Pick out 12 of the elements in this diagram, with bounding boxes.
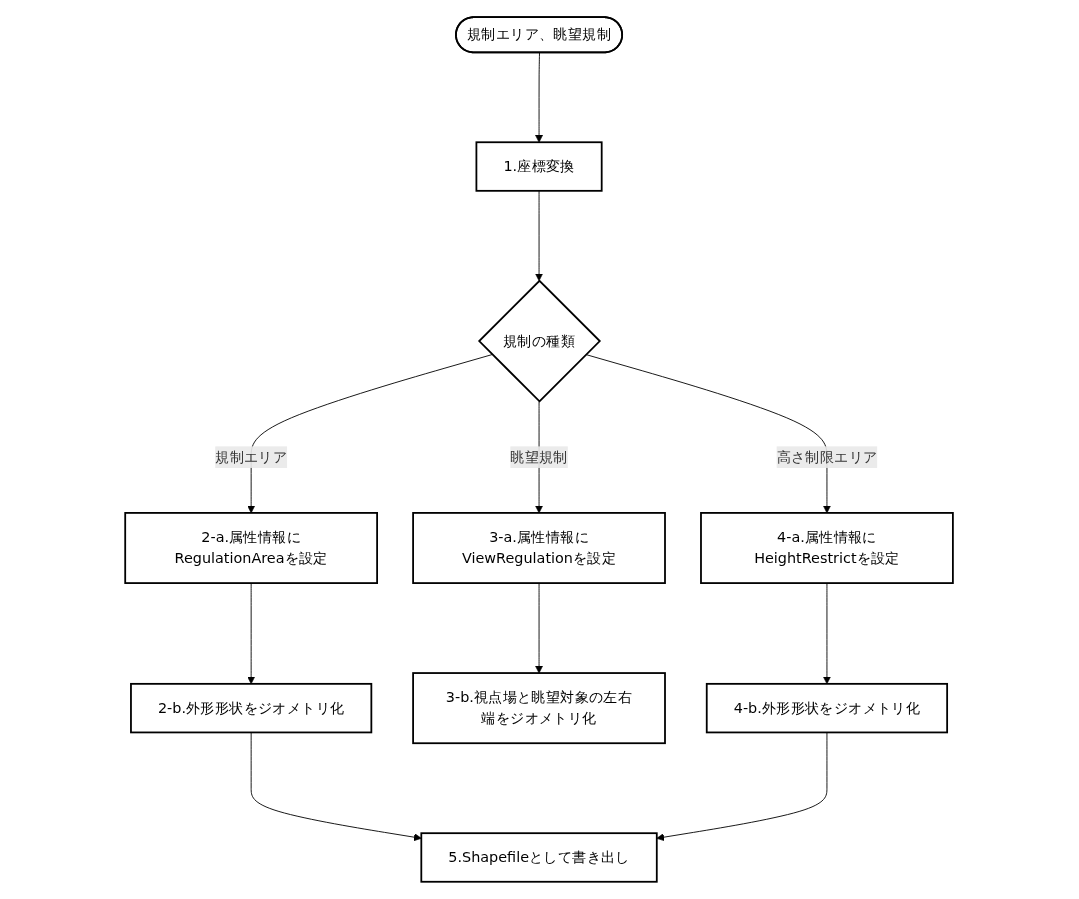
node-box: 4-b.外形形状をジオメトリ化	[706, 682, 949, 734]
node-box: 3-b.視点場と眺望対象の左右端をジオメトリ化	[412, 672, 667, 745]
node-box: 5.Shapefileとして書き出し	[420, 832, 659, 883]
node-box: 2-b.外形形状をジオメトリ化	[130, 682, 373, 734]
edge-label: 高さ制限エリア	[777, 448, 878, 466]
node-box: 2-a.属性情報にRegulationAreaを設定	[124, 512, 379, 584]
node-box: 4-a.属性情報にHeightRestrictを設定	[700, 512, 955, 584]
node-box: 1.座標変換	[475, 141, 604, 192]
edge-label: 規制エリア	[215, 448, 288, 466]
edge-label: 眺望規制	[510, 448, 569, 466]
node-diamond: 規制の種類	[478, 279, 602, 403]
node-box: 3-a.属性情報にViewRegulationを設定	[412, 512, 667, 584]
